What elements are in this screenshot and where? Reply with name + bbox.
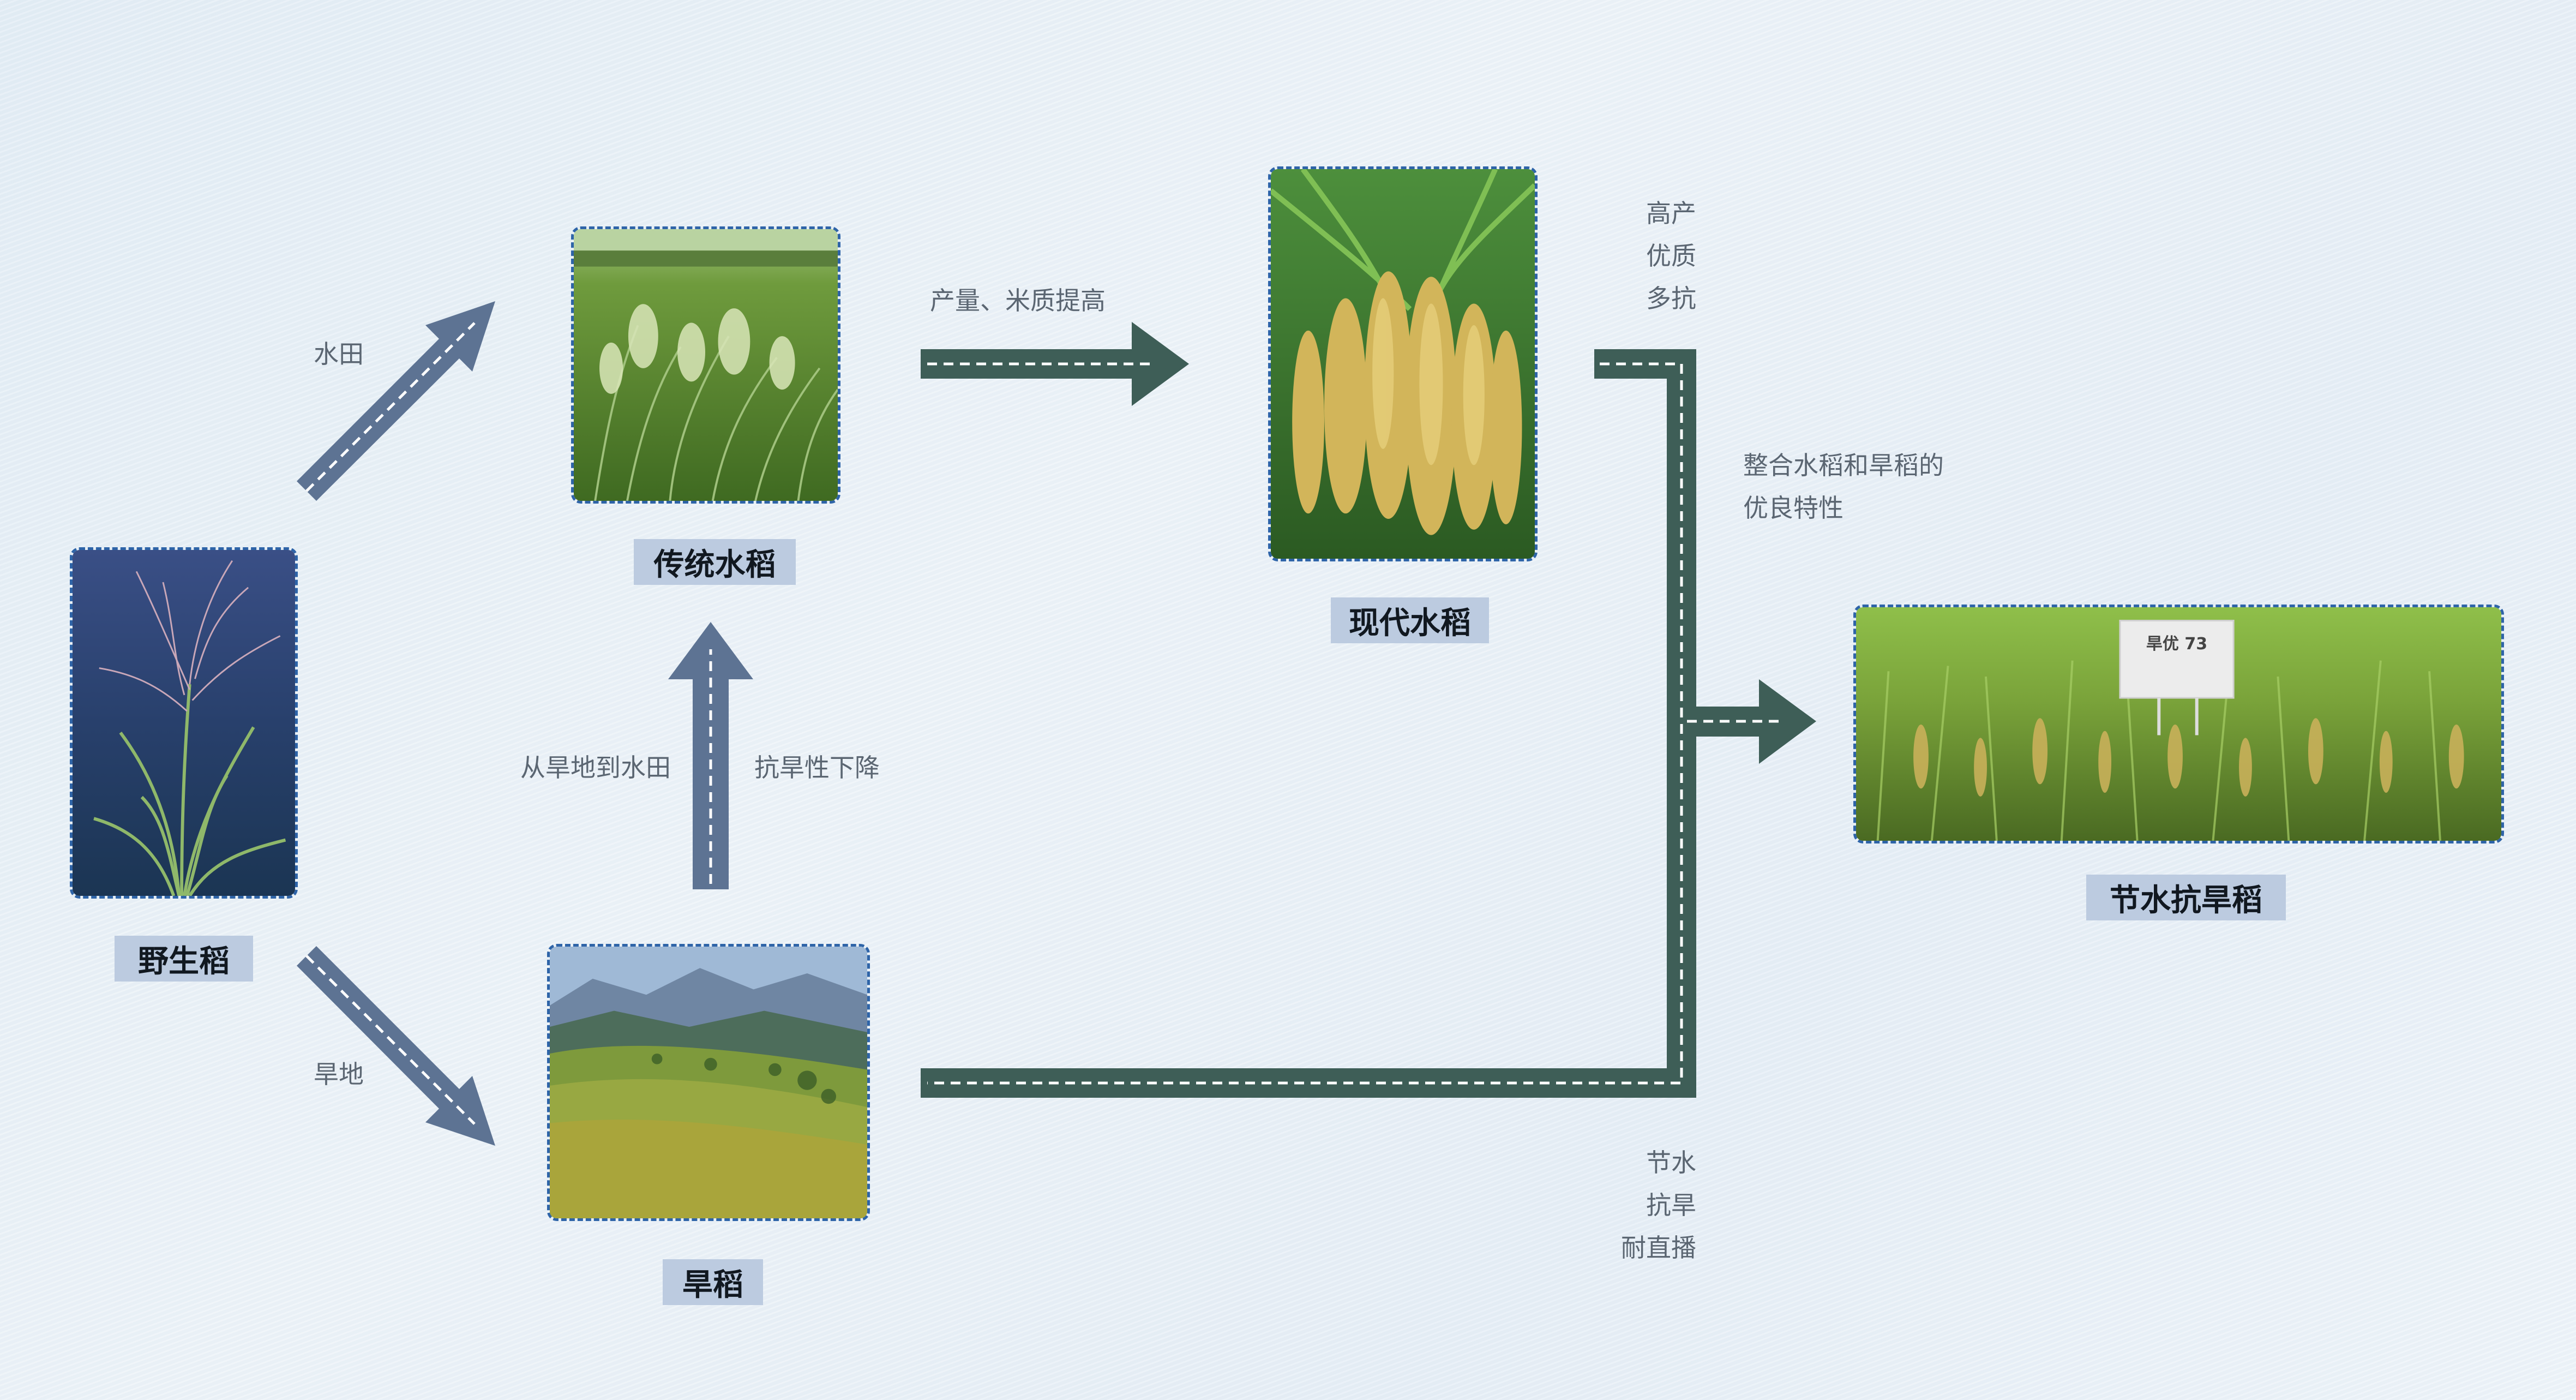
wild-rice-photo (70, 547, 298, 899)
traditional-rice-photo (571, 226, 840, 504)
note-paddy: 水田 (314, 339, 364, 369)
label-upland-rice-text: 旱稻 (682, 1267, 743, 1303)
note-merge-traits: 整合水稻和旱稻的 优良特性 (1743, 451, 1944, 523)
note-upland-traits: 节水 抗旱 耐直播 (1621, 1148, 1696, 1263)
note-dryland: 旱地 (314, 1060, 364, 1089)
label-water-saving-rice-text: 节水抗旱稻 (2110, 882, 2262, 918)
field-sign-text: 旱优 73 (2146, 635, 2208, 654)
arrow-merge-bracket (921, 349, 1816, 1098)
water-saving-rice-photo (1853, 605, 2504, 843)
label-water-saving-rice: 节水抗旱稻 (2086, 875, 2286, 920)
label-traditional-rice: 传统水稻 (634, 539, 796, 585)
label-wild-rice: 野生稻 (115, 936, 253, 982)
arrow-wild-to-upland (297, 946, 495, 1146)
arrow-wild-to-traditional (297, 301, 495, 501)
label-upland-rice: 旱稻 (663, 1259, 763, 1305)
note-drought-resistance-decline: 抗旱性下降 (754, 753, 880, 782)
arrow-traditional-to-modern (921, 322, 1189, 406)
upland-rice-photo (547, 944, 870, 1221)
label-modern-rice: 现代水稻 (1331, 597, 1489, 643)
label-modern-rice-text: 现代水稻 (1349, 605, 1471, 641)
note-yield-quality: 产量、米质提高 (930, 286, 1106, 315)
label-traditional-rice-text: 传统水稻 (653, 547, 776, 583)
note-dry-to-paddy: 从旱地到水田 (520, 753, 671, 782)
note-modern-traits: 高产 优质 多抗 (1646, 199, 1696, 313)
label-wild-rice-text: 野生稻 (138, 943, 230, 979)
modern-rice-photo (1268, 166, 1538, 561)
arrow-upland-to-traditional (668, 622, 753, 889)
